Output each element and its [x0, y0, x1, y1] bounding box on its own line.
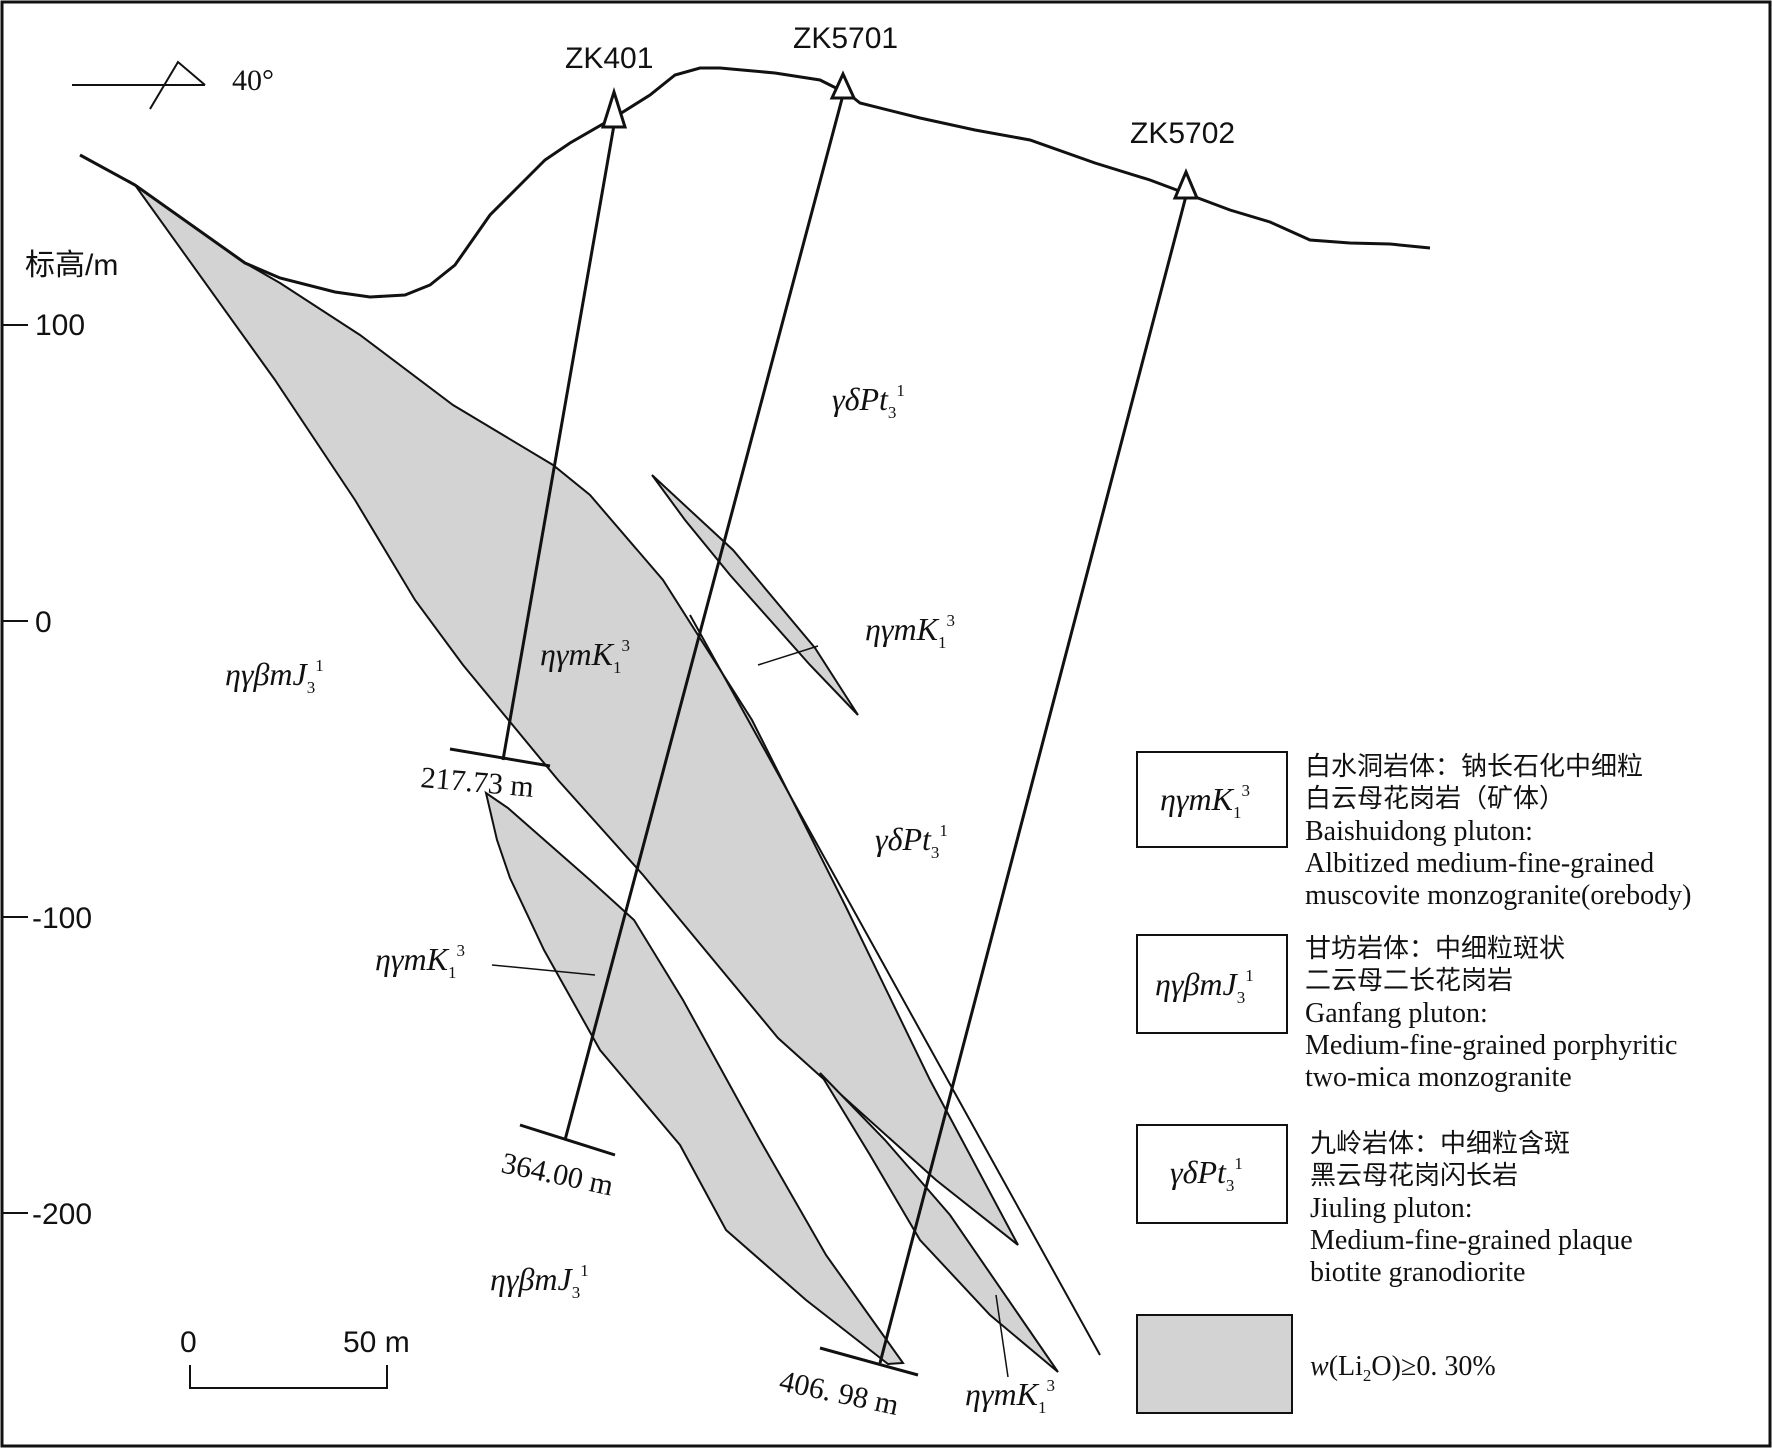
strike-symbol — [72, 60, 206, 110]
borehole-zk5701-label: ZK5701 — [793, 22, 898, 55]
orebody-upper-vein — [651, 474, 859, 716]
borehole-zk401-trace — [501, 124, 616, 761]
legend-cn-baishuidong-1: 白水洞岩体：钠长石化中细粒 — [1305, 752, 1643, 782]
borehole-zk5702-trace — [878, 195, 1188, 1364]
strike-angle-label: 40° — [232, 64, 274, 97]
borehole-zk401-end — [449, 747, 551, 768]
axis-tick-100: 100 — [35, 309, 85, 342]
legend-en-jiuling-2: Medium-fine-grained plaque — [1310, 1225, 1633, 1256]
legend-cn-jiuling-2: 黑云母花岗闪长岩 — [1310, 1161, 1518, 1191]
legend-en-baishuidong-3: muscovite monzogranite(orebody) — [1305, 880, 1691, 911]
unit-label-ganfang-upper: ηγβmJ31 — [225, 656, 324, 697]
orebody-group — [134, 184, 1059, 1373]
unit-label-ore-main: ηγmK13 — [540, 636, 630, 677]
scale-end-label: 50 m — [343, 1326, 410, 1359]
borehole-zk5701-marker — [829, 70, 857, 100]
legend-ore-grade-label: w(Li2O)≥0. 30% — [1310, 1351, 1496, 1385]
orebody-lower — [484, 790, 905, 1366]
orebody-main — [134, 184, 1019, 1246]
axis-tick-0: 0 — [35, 606, 52, 639]
legend-symbol-baishuidong: ηγmK13 — [1160, 781, 1250, 822]
borehole-zk5702-depth: 406. 98 m — [777, 1365, 902, 1422]
borehole-zk401-marker — [600, 86, 628, 129]
borehole-zk401-label: ZK401 — [565, 42, 653, 75]
legend-cn-baishuidong-2: 白云母花岗岩（矿体） — [1305, 784, 1565, 814]
borehole-markers — [600, 70, 1200, 200]
legend: ηγmK13 白水洞岩体：钠长石化中细粒 白云母花岗岩（矿体） Baishuid… — [1136, 751, 1691, 1414]
topographic-profile — [79, 66, 1431, 299]
legend-cn-jiuling-1: 九岭岩体：中细粒含斑 — [1310, 1129, 1570, 1159]
legend-en-ganfang-2: Medium-fine-grained porphyritic — [1305, 1030, 1677, 1061]
boreholes — [449, 94, 1188, 1377]
legend-box-ore-grade — [1136, 1314, 1293, 1414]
scale-start-label: 0 — [180, 1326, 197, 1359]
borehole-zk5701-end — [519, 1123, 616, 1157]
borehole-zk5702-label: ZK5702 — [1130, 117, 1235, 150]
legend-box-ganfang — [1136, 934, 1288, 1034]
unit-label-ore-small-vein: ηγmK13 — [965, 1376, 1055, 1417]
leader-lines — [491, 645, 1009, 1378]
axis-title: 标高/m — [25, 249, 118, 282]
legend-en-baishuidong-2: Albitized medium-fine-grained — [1305, 848, 1654, 879]
axis-ticks — [2, 324, 28, 1214]
legend-en-jiuling-3: biotite granodiorite — [1310, 1257, 1525, 1288]
legend-en-baishuidong-1: Baishuidong pluton: — [1305, 816, 1533, 847]
orebody-small-vein — [819, 1072, 1059, 1373]
axis-tick-minus-200: -200 — [32, 1198, 92, 1231]
unit-label-gdpt-middle: γδPt31 — [875, 821, 948, 862]
scale-bar — [189, 1365, 388, 1389]
unit-label-ganfang-lower: ηγβmJ31 — [490, 1261, 589, 1302]
legend-symbol-ganfang: ηγβmJ31 — [1155, 966, 1254, 1007]
legend-en-ganfang-1: Ganfang pluton: — [1305, 998, 1488, 1029]
unit-label-ore-upper-vein: ηγmK13 — [865, 611, 955, 652]
contact-line — [689, 614, 1101, 1356]
unit-label-gdpt-upper: γδPt31 — [832, 381, 905, 422]
unit-label-ore-lower: ηγmK13 — [375, 941, 465, 982]
borehole-zk5701-depth: 364.00 m — [499, 1147, 617, 1203]
legend-box-baishuidong — [1136, 751, 1288, 848]
legend-en-ganfang-3: two-mica monzogranite — [1305, 1062, 1572, 1093]
borehole-zk5702-end — [819, 1346, 919, 1377]
borehole-zk5701-trace — [563, 94, 845, 1141]
borehole-zk5702-marker — [1172, 168, 1200, 200]
legend-cn-ganfang-2: 二云母二长花岗岩 — [1305, 966, 1513, 996]
axis-tick-minus-100: -100 — [32, 902, 92, 935]
borehole-zk401-depth: 217.73 m — [419, 761, 535, 804]
legend-cn-ganfang-1: 甘坊岩体：中细粒斑状 — [1305, 934, 1565, 964]
legend-en-jiuling-1: Jiuling pluton: — [1310, 1193, 1473, 1224]
legend-symbol-jiuling: γδPt31 — [1170, 1154, 1243, 1195]
legend-box-jiuling — [1136, 1124, 1288, 1224]
